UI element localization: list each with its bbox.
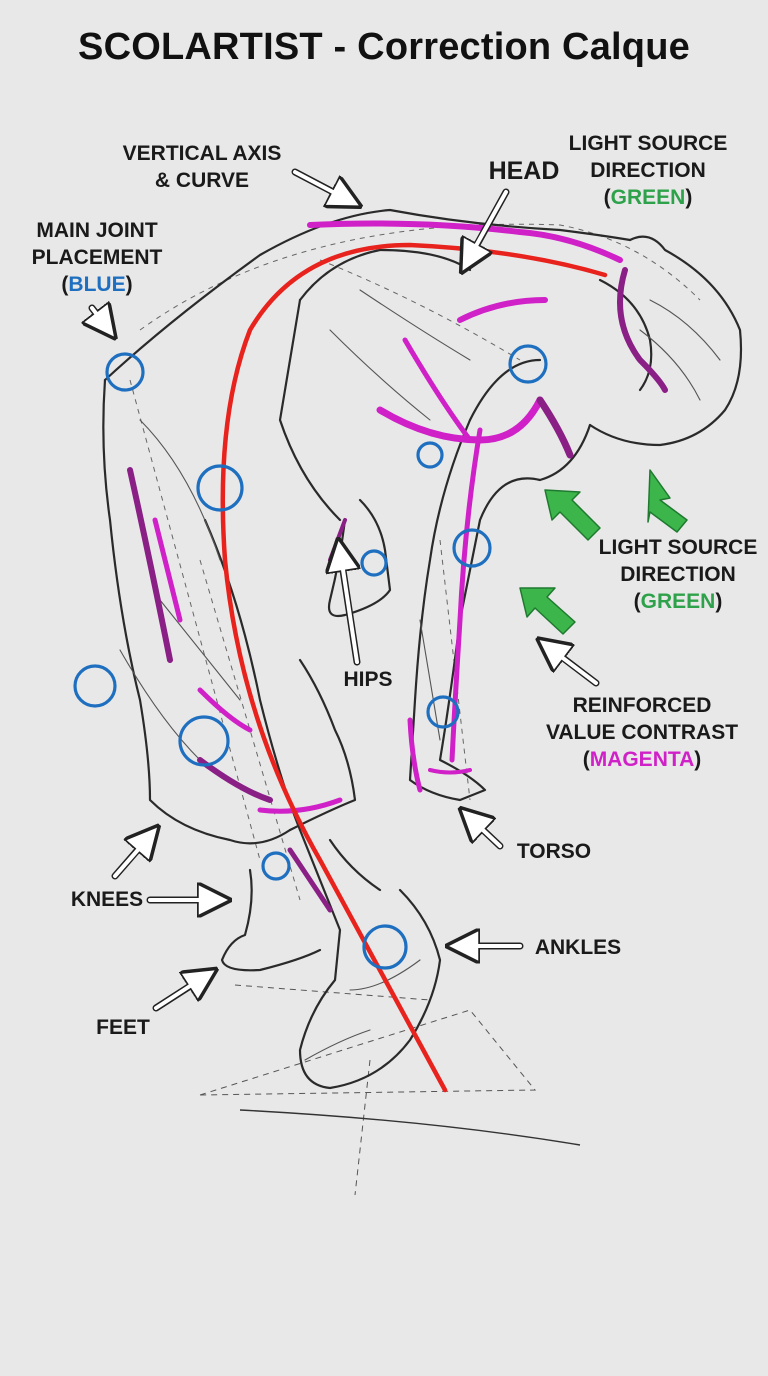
label-hips: HIPS xyxy=(343,668,393,691)
light-arrows xyxy=(519,469,688,635)
light-arrow-1 xyxy=(544,489,601,541)
legend-green-right: GREEN xyxy=(640,590,716,613)
light-arrow-2 xyxy=(647,469,688,533)
label-vertical-axis: VERTICAL AXIS & CURVE xyxy=(122,142,282,192)
label-feet: FEET xyxy=(96,1016,150,1039)
ground-guides xyxy=(199,984,537,1196)
joint-shoulder-back xyxy=(105,352,145,392)
light-arrow-3 xyxy=(519,587,576,635)
joint-shoulder-front xyxy=(508,344,548,384)
label-torso: TORSO xyxy=(516,840,592,863)
legend-green: GREEN xyxy=(610,186,686,209)
fold-lines xyxy=(119,289,721,1061)
joint-elbow-front xyxy=(452,528,492,568)
joint-wrist-front xyxy=(426,695,460,729)
joint-knee-front xyxy=(178,715,230,767)
joint-hip xyxy=(196,464,244,512)
label-light-source-top: LIGHT SOURCE DIRECTION (GREEN) xyxy=(568,132,728,209)
label-value-contrast: REINFORCED VALUE CONTRAST (MAGENTA) xyxy=(545,694,739,771)
label-light-source-right: LIGHT SOURCE DIRECTION (GREEN) xyxy=(598,536,758,613)
joint-knee-back xyxy=(73,664,117,708)
joint-ankle-front xyxy=(362,924,408,970)
page-title: SCOLARTIST - Correction Calque xyxy=(78,26,690,68)
joint-wrist-back xyxy=(360,549,388,577)
joint-markers xyxy=(73,344,548,970)
label-main-joint: MAIN JOINT PLACEMENT (BLUE) xyxy=(31,219,163,296)
label-head: HEAD xyxy=(488,157,560,185)
legend-blue: BLUE xyxy=(68,273,126,296)
vertical-axis-curve xyxy=(220,242,608,1093)
legend-magenta: MAGENTA xyxy=(589,748,695,771)
label-knees: KNEES xyxy=(70,888,144,911)
label-ankles: ANKLES xyxy=(534,936,622,959)
joint-elbow-back xyxy=(416,441,444,469)
joint-ankle-back xyxy=(261,851,291,881)
ground-line xyxy=(239,1109,581,1146)
